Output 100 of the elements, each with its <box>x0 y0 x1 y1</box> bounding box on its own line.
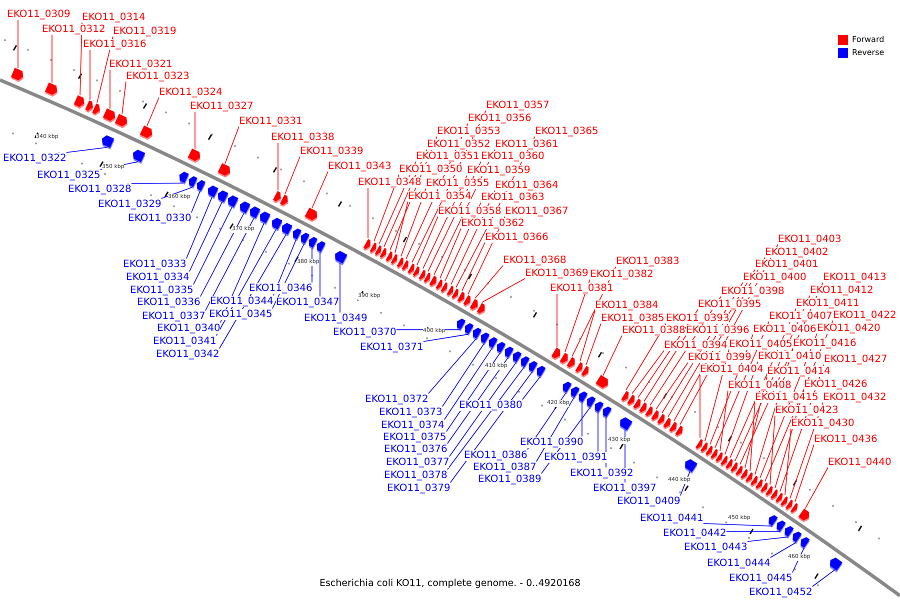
gene-block <box>560 352 568 365</box>
gene-block <box>363 238 371 251</box>
gene-label: EKO11_0387 <box>473 462 536 472</box>
gene-block <box>446 286 454 298</box>
gene-block <box>456 318 466 332</box>
leader-line <box>747 536 788 542</box>
gene-label: EKO11_0335 <box>130 284 194 296</box>
gene-block <box>725 458 733 470</box>
gene-label: EKO11_0430 <box>791 418 854 428</box>
gene-label: EKO11_0342 <box>156 348 220 360</box>
gene-block <box>74 95 84 109</box>
gene-label: EKO11_0346 <box>249 282 312 294</box>
gene-block <box>596 374 608 390</box>
gene-block <box>218 190 229 204</box>
gene-label: EKO11_0384 <box>595 300 658 310</box>
gene-label: EKO11_0408 <box>728 380 792 390</box>
gene-label: EKO11_0392 <box>570 468 634 478</box>
gene-label: EKO11_0406 <box>753 324 816 334</box>
gene-block <box>436 279 443 291</box>
gene-label: EKO11_0374 <box>381 420 444 430</box>
gene-label: EKO11_0345 <box>209 308 272 320</box>
gene-block <box>304 208 318 222</box>
leader-line <box>131 182 184 184</box>
gene-label: EKO11_0441 <box>640 512 704 524</box>
gene-label: EKO11_0381 <box>550 282 614 294</box>
gene-label: EKO11_0388 <box>622 324 686 336</box>
leader-line <box>720 390 728 452</box>
gene-block <box>735 466 743 477</box>
gene-label: EKO11_0379 <box>387 482 450 494</box>
gene-block <box>132 150 146 164</box>
gene-label: EKO11_0352 <box>427 138 490 150</box>
gene-block <box>470 299 478 312</box>
gene-block <box>512 351 522 364</box>
gene-label: EKO11_0409 <box>617 496 680 506</box>
gene-label: EKO11_0356 <box>468 112 532 124</box>
gene-label: EKO11_0350 <box>399 164 462 174</box>
gene-block <box>645 406 653 418</box>
gene-block <box>706 446 713 457</box>
gene-label: EKO11_0351 <box>416 150 480 162</box>
gene-label: EKO11_0404 <box>700 364 764 374</box>
leader-line <box>66 147 108 153</box>
gene-label: EKO11_0382 <box>590 268 654 280</box>
gene-label: EKO11_0366 <box>485 232 548 242</box>
leader-line <box>482 278 526 303</box>
gene-block <box>402 260 409 272</box>
gene-block <box>675 426 683 438</box>
gene-label: EKO11_0322 <box>3 152 66 164</box>
gene-label: EKO11_0444 <box>707 558 770 568</box>
gene-block <box>102 108 116 123</box>
gene-block <box>390 254 398 266</box>
gene-label: EKO11_0412 <box>810 284 874 296</box>
gene-block <box>780 496 788 508</box>
leader-line <box>224 126 240 164</box>
leader-line <box>750 402 756 472</box>
gene-label: EKO11_0368 <box>503 254 566 266</box>
leader-line <box>792 548 804 573</box>
gene-label: EKO11_0378 <box>384 470 448 480</box>
gene-label: EKO11_0364 <box>495 180 558 190</box>
gene-label: EKO11_0329 <box>98 198 162 210</box>
gene-block <box>488 337 498 350</box>
gene-block <box>745 472 753 484</box>
gene-label: EKO11_0389 <box>478 474 542 484</box>
gene-label: EKO11_0386 <box>464 450 528 460</box>
gene-label: EKO11_0452 <box>749 586 812 598</box>
gene-label: EKO11_0371 <box>360 342 424 352</box>
leader-line <box>440 228 462 279</box>
leader-line <box>284 156 300 194</box>
gene-label: EKO11_0359 <box>467 164 530 176</box>
gene-block <box>765 486 773 498</box>
gene-block <box>830 558 842 572</box>
gene-block <box>140 126 152 140</box>
gene-label: EKO11_0397 <box>593 482 656 494</box>
gene-block <box>114 114 128 128</box>
gene-label: EKO11_0445 <box>729 572 792 584</box>
gene-label: EKO11_0426 <box>804 378 868 390</box>
gene-label: EKO11_0341 <box>153 336 216 346</box>
gene-label: EKO11_0401 <box>755 258 818 270</box>
gene-block <box>621 390 629 403</box>
gene-block <box>380 248 387 260</box>
gene-block <box>386 251 393 263</box>
gene-block <box>639 402 647 414</box>
gene-label: EKO11_0316 <box>83 38 146 50</box>
gene-block <box>408 264 415 276</box>
gene-block <box>308 236 318 250</box>
gene-block <box>755 479 763 490</box>
gene-block <box>429 276 437 288</box>
gene-label: EKO11_0372 <box>365 394 428 404</box>
gene-block <box>575 362 583 374</box>
gene-block <box>272 191 281 204</box>
gene-block <box>627 394 635 406</box>
leader-line <box>462 242 486 292</box>
legend-label: Reverse <box>852 47 884 59</box>
gene-block <box>457 292 465 304</box>
gene-label: EKO11_0324 <box>159 86 222 98</box>
gene-label: EKO11_0400 <box>743 272 806 282</box>
gene-block <box>581 366 589 378</box>
leader-line <box>784 428 792 496</box>
leader-line <box>794 444 814 502</box>
gene-block <box>785 500 793 511</box>
gene-label: EKO11_0403 <box>778 234 842 244</box>
